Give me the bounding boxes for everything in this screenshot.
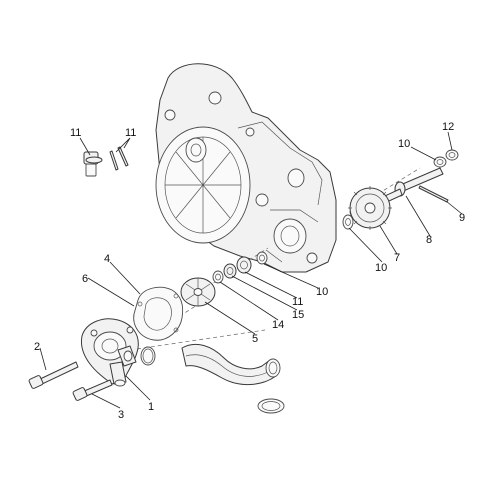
callout-6: 6 [82,273,88,285]
pin-9 [418,185,449,203]
washer-14 [212,270,224,284]
impeller-5 [180,277,216,307]
callout-2: 2 [34,341,40,353]
gasket-6 [133,286,184,341]
gear-7 [348,186,392,230]
leader-lines [39,131,463,409]
seal-15 [223,263,237,279]
callout-14: 14 [272,319,284,331]
callout-8: 8 [426,234,432,246]
seal-10 [256,251,268,265]
pins-13 [109,146,129,171]
coolant-hose [181,343,281,385]
callout-10-low: 10 [316,286,328,298]
callout-1: 1 [148,401,154,413]
washer-10-mid [342,214,354,230]
callout-10-top: 10 [398,138,410,150]
callout-11-top: 12 [442,121,454,133]
callout-labels: 11 11 12 10 9 8 7 10 10 11 15 14 5 4 6 2… [34,121,465,421]
engine-side-cover [155,63,337,273]
callout-4: 4 [104,253,110,265]
callout-5: 5 [252,333,258,345]
bolt-2 [28,361,79,389]
bolt-12 [83,151,103,177]
bolt-3 [72,379,113,401]
callout-12: 11 [70,127,81,139]
callout-11-low: 11 [292,296,303,308]
washer-10-top [433,156,447,168]
seal-11 [236,256,252,274]
callout-13: 11 [125,127,136,139]
clamp-ring [140,346,156,366]
callout-10-mid: 10 [375,262,387,274]
callout-9: 9 [459,212,465,224]
callout-3: 3 [118,409,124,421]
pump-body-1 [81,318,139,387]
hose-clip [257,398,285,414]
callout-7: 7 [394,252,400,264]
washer-11-top [445,149,459,161]
callout-15: 15 [292,309,304,321]
